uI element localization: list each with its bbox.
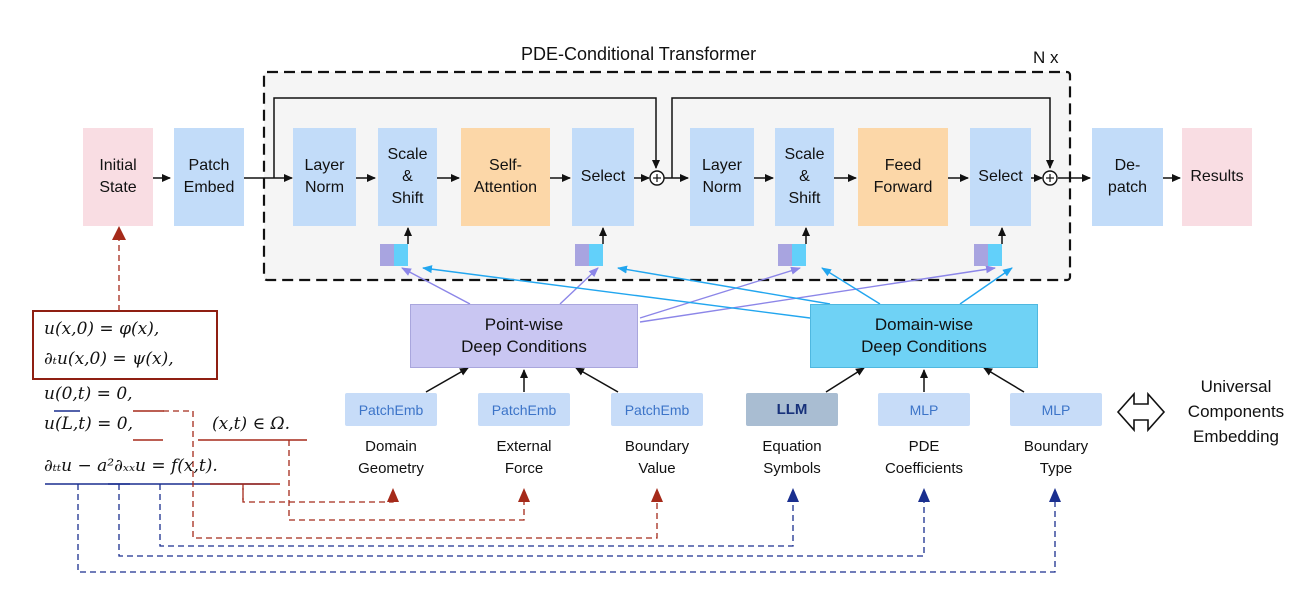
red-arrowheads	[112, 226, 663, 502]
patch-emb-force: PatchEmb	[478, 393, 570, 426]
condition-token-4	[974, 244, 1002, 266]
mlp-boundary-type: MLP	[1010, 393, 1102, 426]
universal-components-label: Universal Components Embedding	[1187, 377, 1285, 446]
patch-embed-block: Patch Embed	[174, 128, 244, 226]
depatch-block: De- patch	[1092, 128, 1163, 226]
domain-wise-conditions-block: Domain-wise Deep Conditions	[810, 304, 1038, 368]
layer-norm-block-2: Layer Norm	[690, 128, 754, 226]
caption-pde-coefficients: PDE Coefficients	[884, 438, 964, 477]
mlp-coefficients: MLP	[878, 393, 970, 426]
equation-domain: (x,t) ∈ Ω.	[212, 414, 290, 434]
feed-forward-block: Feed Forward	[858, 128, 948, 226]
transformer-title: PDE-Conditional Transformer	[521, 44, 757, 64]
equation-right-boundary: u(L,t) = 0,	[44, 414, 134, 434]
initial-conditions-box	[32, 310, 218, 380]
token-up-arrows	[404, 227, 1006, 244]
point-wise-conditions-block: Point-wise Deep Conditions	[410, 304, 638, 368]
transformer-frame	[262, 70, 1072, 282]
select-block-1: Select	[572, 128, 634, 226]
caption-boundary-value: Boundary Value	[624, 438, 690, 477]
caption-boundary-type: Boundary Type	[1023, 438, 1089, 477]
condition-arrows	[401, 265, 1013, 323]
patch-emb-boundary-value: PatchEmb	[611, 393, 703, 426]
caption-domain-geometry: Domain Geometry	[358, 438, 424, 477]
bidirectional-arrow-icon	[1116, 391, 1166, 433]
blue-dashed-links	[77, 484, 1056, 573]
add-circle-1	[649, 170, 665, 186]
caption-external-force: External Force	[496, 438, 552, 477]
add-circle-2	[1042, 170, 1058, 186]
blue-arrowheads	[787, 488, 1061, 502]
caption-equation-symbols: Equation Symbols	[762, 438, 822, 477]
condition-token-2	[575, 244, 603, 266]
equation-initial-velocity: ∂ₜu(x,0) = ψ(x),	[44, 349, 174, 369]
patch-emb-geometry: PatchEmb	[345, 393, 437, 426]
results-block: Results	[1182, 128, 1252, 226]
layer-norm-block-1: Layer Norm	[293, 128, 356, 226]
equation-left-boundary: u(0,t) = 0,	[44, 384, 133, 404]
self-attention-block: Self- Attention	[461, 128, 550, 226]
llm-embedder: LLM	[746, 393, 838, 426]
select-block-2: Select	[970, 128, 1031, 226]
embedder-arrows	[425, 367, 1025, 393]
equation-initial-displacement: u(x,0) = φ(x),	[44, 319, 160, 339]
condition-token-3	[778, 244, 806, 266]
initial-state-block: Initial State	[83, 128, 153, 226]
condition-token-1	[380, 244, 408, 266]
repeat-label: N x	[1033, 48, 1059, 67]
main-flow-arrows	[152, 97, 1181, 182]
scale-shift-block-1: Scale & Shift	[378, 128, 437, 226]
scale-shift-block-2: Scale & Shift	[775, 128, 834, 226]
equation-wave-pde: ∂ₜₜu − a²∂ₓₓu = f(x,t).	[44, 456, 218, 476]
